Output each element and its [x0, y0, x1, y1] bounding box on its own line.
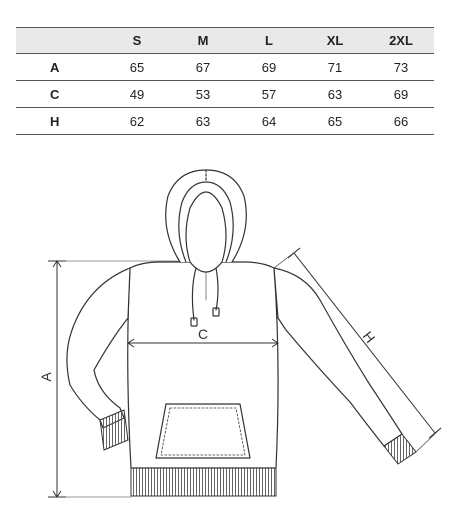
row-label: H — [16, 107, 104, 135]
table-cell: 73 — [368, 53, 434, 81]
size-header: M — [170, 27, 236, 54]
size-header: S — [104, 27, 170, 54]
row-label: A — [16, 53, 104, 81]
table-cell: 65 — [104, 53, 170, 81]
corner-cell — [16, 27, 104, 54]
table-row: H 62 63 64 65 66 — [16, 107, 434, 135]
label-h: H — [360, 328, 379, 346]
table-cell: 64 — [236, 107, 302, 135]
hood-inner — [178, 181, 234, 263]
table-row: A 65 67 69 71 73 — [16, 53, 434, 81]
label-c: C — [198, 326, 208, 342]
h-measure-line — [293, 252, 436, 434]
kangaroo-pocket — [155, 403, 251, 459]
hoodie-measurement-diagram: A C H — [38, 169, 442, 498]
table-cell: 49 — [104, 80, 170, 108]
measurement-lines — [48, 247, 442, 498]
table-cell: 57 — [236, 80, 302, 108]
size-header: 2XL — [368, 27, 434, 54]
table-header-row: S M L XL 2XL — [16, 27, 434, 54]
table-cell: 65 — [302, 107, 368, 135]
table-cell: 62 — [104, 107, 170, 135]
ribbing — [99, 409, 417, 497]
label-a: A — [38, 372, 54, 382]
drawstring-left — [191, 267, 197, 321]
hood-opening — [185, 191, 227, 273]
table-cell: 69 — [368, 80, 434, 108]
left-cuff — [99, 409, 129, 451]
row-label: C — [16, 80, 104, 108]
waistband — [130, 467, 277, 497]
table-cell: 69 — [236, 53, 302, 81]
table-cell: 63 — [302, 80, 368, 108]
table-cell: 71 — [302, 53, 368, 81]
table-row: C 49 53 57 63 69 — [16, 80, 434, 108]
drawstring-right — [215, 267, 219, 311]
hoodie-outline — [66, 169, 403, 469]
table-cell: 67 — [170, 53, 236, 81]
size-header: XL — [302, 27, 368, 54]
size-chart-table: S M L XL 2XL A 65 67 69 71 73 C 49 53 57… — [16, 27, 434, 135]
left-sleeve — [66, 267, 131, 429]
table-cell: 53 — [170, 80, 236, 108]
table-cell: 63 — [170, 107, 236, 135]
table-cell: 66 — [368, 107, 434, 135]
right-sleeve — [273, 267, 403, 447]
size-header: L — [236, 27, 302, 54]
